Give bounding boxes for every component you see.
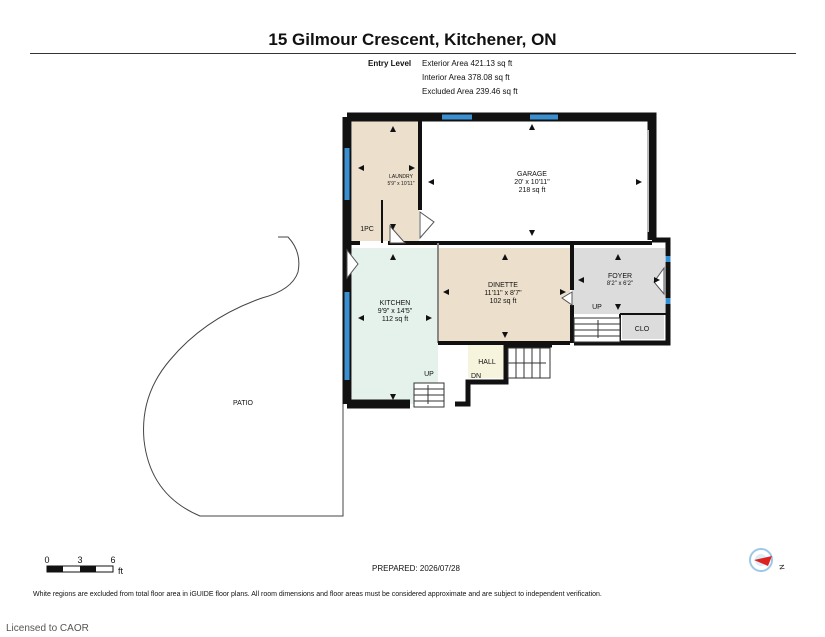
garage-area: 218 sq ft [519, 187, 546, 194]
exterior-area: Exterior Area 421.13 sq ft [422, 59, 513, 68]
foyer-dims: 8'2" x 6'2" [607, 281, 633, 287]
closet-floor [622, 314, 664, 339]
windows [344, 114, 671, 380]
prepared-date: PREPARED: 2026/07/28 [372, 564, 460, 573]
laundry-name: LAUNDRY [389, 174, 413, 180]
kitchen-stairs-label: UP [424, 371, 434, 378]
patio-name: PATIO [233, 400, 254, 407]
scale-tick-2: 6 [110, 555, 115, 565]
disclaimer: White regions are excluded from total fl… [33, 591, 602, 598]
license-watermark: Licensed to CAOR [6, 623, 89, 634]
garage-dims: 20' x 10'11" [514, 179, 550, 186]
foyer-stairs-label: UP [592, 304, 602, 311]
dinette-floor [438, 248, 570, 342]
dimension-arrows [358, 124, 660, 400]
powder-name: 1PC [360, 226, 374, 233]
kitchen-area: 112 sq ft [382, 316, 408, 323]
patio-outline [143, 236, 344, 517]
hall-floor [468, 345, 506, 378]
interior-area: Interior Area 378.08 sq ft [422, 73, 510, 82]
doors [346, 211, 665, 306]
scale-bar [46, 565, 114, 573]
dinette-dims: 11'11" x 8'7" [484, 290, 522, 297]
hall-name: HALL [478, 359, 496, 366]
excluded-area: Excluded Area 239.46 sq ft [422, 87, 518, 96]
compass-icon [749, 548, 773, 572]
kitchen-dims: 9'9" x 14'5" [378, 308, 413, 315]
foyer-name: FOYER [608, 273, 632, 280]
page-title: 15 Gilmour Crescent, Kitchener, ON [268, 30, 557, 49]
title-divider [30, 53, 796, 54]
scale-tick-1: 3 [77, 555, 82, 565]
hall-stairs-label: DN [471, 373, 481, 380]
scale-tick-0: 0 [44, 555, 49, 565]
laundry-dims: 5'9" x 10'11" [387, 181, 414, 187]
dinette-area: 102 sq ft [490, 298, 517, 305]
kitchen-floor [352, 248, 438, 404]
level-label: Entry Level [368, 59, 412, 68]
garage-name: GARAGE [517, 171, 547, 178]
stairs [413, 317, 621, 408]
closet-name: CLO [635, 326, 650, 333]
compass-label: N [777, 564, 785, 570]
dinette-name: DINETTE [488, 282, 518, 289]
powder-floor [352, 200, 382, 241]
kitchen-name: KITCHEN [380, 300, 411, 307]
scale-unit: ft [118, 566, 124, 576]
